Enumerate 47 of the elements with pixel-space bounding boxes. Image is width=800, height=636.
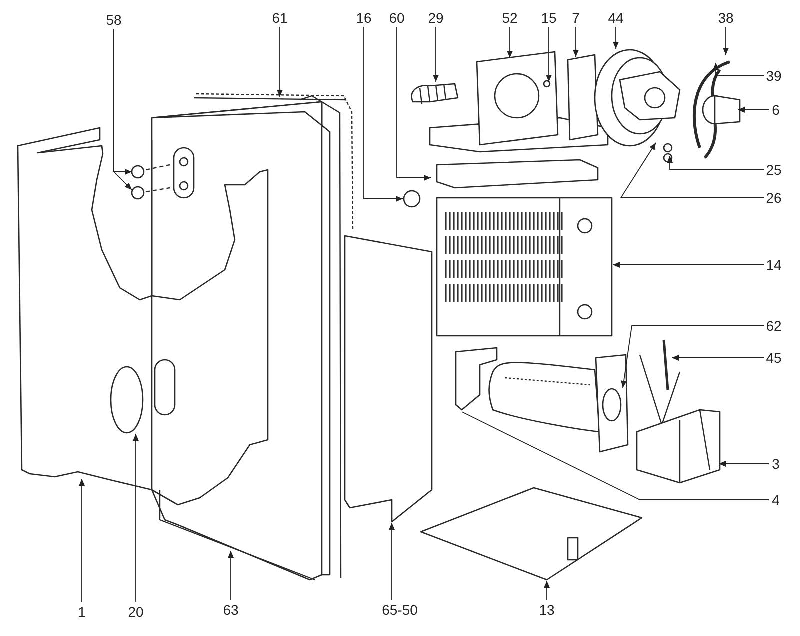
leader-line xyxy=(620,142,764,198)
callout-number: 44 xyxy=(608,11,624,25)
callout-number: 61 xyxy=(272,11,288,25)
leader-line xyxy=(738,107,770,113)
callout-number: 6 xyxy=(772,103,780,117)
callout-number: 1 xyxy=(78,605,86,619)
callout-number: 58 xyxy=(106,13,122,27)
callout-number: 62 xyxy=(766,319,782,333)
callout-number: 4 xyxy=(772,493,780,507)
leader-line xyxy=(389,522,395,600)
leader-line xyxy=(133,434,139,602)
callout-number: 63 xyxy=(223,603,239,617)
leader-line xyxy=(672,355,764,361)
callout-number: 16 xyxy=(356,11,372,25)
callout-number: 65-50 xyxy=(382,603,418,617)
leader-line xyxy=(507,26,513,58)
leader-line xyxy=(723,26,729,56)
leader-line xyxy=(462,412,770,500)
leader-line xyxy=(667,156,764,170)
leader-line xyxy=(621,326,764,388)
callout-number: 39 xyxy=(766,69,782,83)
callout-number: 3 xyxy=(772,457,780,471)
callout-number: 20 xyxy=(128,605,144,619)
callout-number: 7 xyxy=(572,11,580,25)
leader-line xyxy=(612,262,764,268)
callout-number: 29 xyxy=(428,11,444,25)
callout-number: 13 xyxy=(539,603,555,617)
leader-line xyxy=(718,461,770,467)
leader-line xyxy=(544,580,550,600)
callout-number: 26 xyxy=(766,191,782,205)
callout-number: 14 xyxy=(766,258,782,272)
callout-number: 38 xyxy=(718,11,734,25)
leader-line xyxy=(713,62,764,76)
leader-line xyxy=(79,478,85,602)
callout-number: 25 xyxy=(766,163,782,177)
leader-line xyxy=(613,26,619,50)
leader-line xyxy=(364,26,404,202)
leader-line xyxy=(228,550,234,600)
leader-line xyxy=(546,26,552,82)
leader-line xyxy=(573,26,579,58)
leader-line xyxy=(396,26,432,181)
callout-number: 52 xyxy=(502,11,518,25)
callout-number: 15 xyxy=(541,11,557,25)
callout-number: 60 xyxy=(389,11,405,25)
leader-line xyxy=(433,26,439,82)
callout-number: 45 xyxy=(766,351,782,365)
leader-line xyxy=(277,26,283,98)
